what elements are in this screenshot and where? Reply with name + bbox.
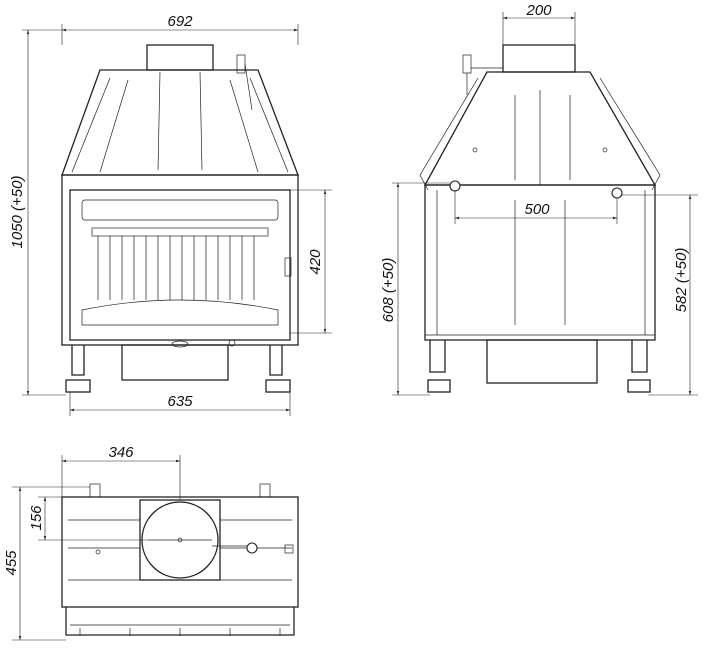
flue-collar [146,44,214,71]
dim-width-base: 635 [167,393,193,410]
ash-box [486,339,598,384]
glass-door [69,189,291,341]
dim-height-left: 608 (+50) [380,258,397,323]
dim-glass-height: 420 [307,249,324,275]
dim-flue-width: 200 [525,2,552,19]
dim-port-spacing: 500 [524,201,550,218]
dim-width-top: 692 [167,13,193,30]
flue-collar [502,44,576,73]
front-view: 692 1050 (+50) 420 635 [9,13,332,416]
dim-height-right: 582 (+50) [673,248,690,313]
dim-depth: 455 [3,550,20,576]
body-outline [61,496,299,608]
hood [61,69,299,176]
ash-box [121,344,229,381]
body [61,174,299,346]
top-view: 346 156 455 [3,444,299,641]
dim-flue-offset-x: 346 [108,444,134,461]
dim-flue-offset-y: 156 [28,505,45,531]
dim-height: 1050 (+50) [9,176,26,249]
side-view: 200 500 608 (+50) 582 (+50) [380,2,698,396]
